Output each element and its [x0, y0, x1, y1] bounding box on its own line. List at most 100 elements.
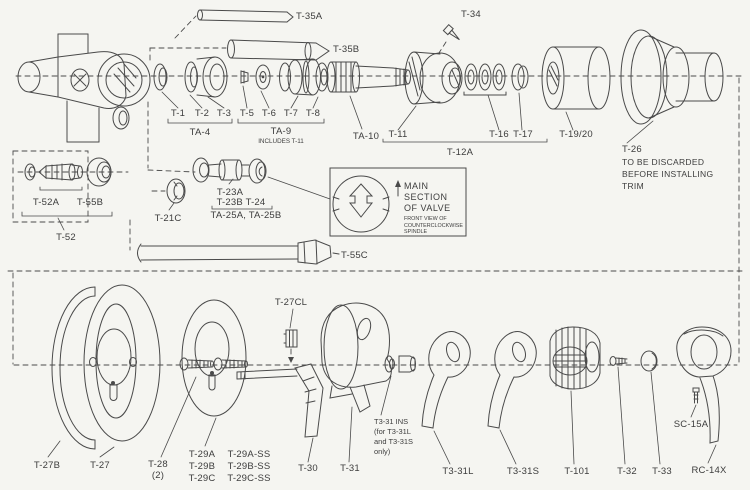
- t55c-rod: [137, 239, 340, 265]
- part-labels: T-35A T-35B T-34 T-1 T-2 T-3 TA-4 T-5 T-…: [33, 9, 727, 484]
- label-t8: T-8: [306, 108, 320, 119]
- t27-escutcheon: [83, 284, 161, 442]
- t3-31-ins-parts: [384, 355, 416, 373]
- t33-button: [640, 350, 658, 372]
- label-valve-box-line2: SECTION: [404, 192, 448, 202]
- t29-escutcheon: [181, 299, 247, 417]
- label-t19-20: T-19/20: [559, 129, 593, 140]
- valve-body: [17, 33, 151, 143]
- label-t35a: T-35A: [296, 11, 323, 22]
- t19-20-sleeve: [541, 46, 611, 110]
- t27cl-clip: [283, 329, 298, 363]
- label-t29c-ss: T-29C-SS: [227, 473, 270, 484]
- t55b-nut: [86, 157, 112, 187]
- valve-section-box: [329, 167, 467, 237]
- label-t3-31-ins-2: (for T3-31L: [374, 427, 411, 436]
- t35b-tube: [227, 39, 330, 61]
- leader-lines: [21, 85, 717, 465]
- label-t29c: T-29C: [189, 473, 216, 484]
- t26-plaster-guard: [620, 29, 724, 125]
- label-ta4: TA-4: [190, 127, 211, 138]
- label-valve-box-small1: FRONT VIEW OF: [404, 216, 447, 222]
- t35a-tube: [197, 9, 294, 23]
- sc15a-screw: [692, 387, 700, 404]
- t16-washers: [463, 63, 507, 96]
- t1-ring: [153, 63, 168, 91]
- rc14x-handle: [676, 326, 732, 444]
- t21c-button: [166, 178, 186, 204]
- label-t29b-ss: T-29B-SS: [228, 461, 271, 472]
- label-t30: T-30: [298, 463, 318, 474]
- label-t31: T-31: [340, 463, 360, 474]
- label-t3-31l: T3-31L: [442, 466, 473, 477]
- label-t52a: T-52A: [33, 197, 60, 208]
- t28-screws: [179, 357, 248, 371]
- label-t101: T-101: [564, 466, 589, 477]
- label-t29a-ss: T-29A-SS: [228, 449, 271, 460]
- label-t5: T-5: [240, 108, 254, 119]
- t3-31l-handle: [421, 331, 471, 429]
- label-sc15a: SC-15A: [674, 419, 709, 430]
- label-t21c: T-21C: [155, 213, 182, 224]
- label-t12a: T-12A: [447, 147, 474, 158]
- t7-t8-cartridge: [279, 58, 329, 96]
- t17-washer: [511, 63, 529, 91]
- label-t26: T-26: [622, 144, 642, 155]
- centerline-dashes: [7, 15, 744, 366]
- t3-31s-handle: [487, 330, 537, 429]
- label-ta9: TA-9: [271, 126, 292, 137]
- label-t28-qty: (2): [152, 470, 164, 481]
- label-t55c: T-55C: [341, 250, 368, 261]
- label-t52: T-52: [56, 232, 76, 243]
- label-t3-31-ins-3: and T3-31S: [374, 437, 413, 446]
- label-t23a: T-23A: [217, 187, 244, 198]
- label-t27cl: T-27CL: [275, 297, 307, 308]
- label-ta9-note: INCLUDES T-11: [258, 138, 304, 145]
- t11-bonnet-nut: [404, 51, 463, 105]
- label-rc14x: RC-14X: [692, 465, 727, 476]
- t34-screw: [442, 23, 460, 41]
- label-ta10: TA-10: [353, 131, 379, 142]
- label-valve-box-small2: COUNTERCLOCKWISE: [404, 223, 463, 229]
- label-ta25a-ta25b: TA-25A, TA-25B: [211, 210, 282, 221]
- label-t29b: T-29B: [189, 461, 215, 472]
- label-t33: T-33: [652, 466, 672, 477]
- label-t11: T-11: [388, 129, 407, 140]
- label-t27b: T-27B: [34, 460, 60, 471]
- label-t17: T-17: [513, 129, 533, 140]
- label-valve-box-small3: SPINDLE: [404, 229, 427, 235]
- ta10-stem: [326, 61, 411, 93]
- label-valve-box-line1: MAIN: [404, 181, 429, 191]
- t101-knob: [549, 326, 601, 390]
- label-t26-note-1: TO BE DISCARDED: [622, 157, 704, 167]
- label-t34: T-34: [461, 9, 481, 20]
- t2-t3-seat: [184, 56, 228, 98]
- label-t6: T-6: [262, 108, 276, 119]
- label-t1: T-1: [171, 108, 185, 119]
- label-t23b-t24: T-23B T-24: [217, 197, 266, 208]
- label-t3-31s: T3-31S: [507, 466, 539, 477]
- label-t26-note-3: TRIM: [622, 181, 644, 191]
- t30-wrench: [236, 363, 324, 438]
- label-t55b: T-55B: [77, 197, 103, 208]
- t31-handle: [320, 302, 392, 413]
- label-t26-note-2: BEFORE INSTALLING: [622, 169, 713, 179]
- label-t3-31-ins-4: only): [374, 447, 391, 456]
- t5-screw: [240, 70, 249, 84]
- label-t7: T-7: [284, 108, 298, 119]
- label-t2: T-2: [195, 108, 209, 119]
- t27b-ring: [51, 286, 96, 450]
- t6-washer: [255, 64, 271, 90]
- t32-screw: [609, 356, 628, 366]
- label-t3-31-ins-1: T3-31 INS: [374, 417, 408, 426]
- t52a-stem: [24, 163, 83, 181]
- label-t16: T-16: [489, 129, 509, 140]
- label-t29a: T-29A: [189, 449, 216, 460]
- label-t28: T-28: [148, 459, 168, 470]
- label-t3: T-3: [217, 108, 231, 119]
- label-t32: T-32: [617, 466, 637, 477]
- label-t27: T-27: [90, 460, 110, 471]
- label-valve-box-line3: OF VALVE: [404, 203, 451, 213]
